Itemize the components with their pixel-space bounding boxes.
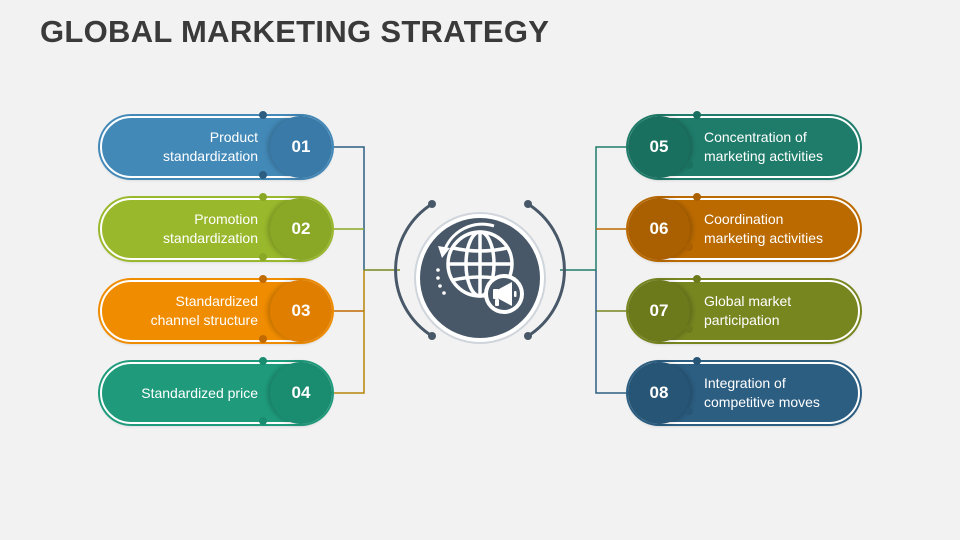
item-08-number: 08 [628,362,690,424]
item-06-dot [693,193,701,201]
arc-dot-br [524,332,532,340]
item-04-dot [259,357,267,365]
item-04-label: Standardized price [141,384,258,401]
connector-01 [334,146,365,270]
connector-05 [595,146,626,270]
item-01-number: 01 [270,116,332,178]
arc-dot-bl [428,332,436,340]
item-03-number: 03 [270,280,332,342]
arc-dot-tl [428,200,436,208]
globe-megaphone-icon [436,222,524,314]
item-01-dot-bottom [259,171,267,179]
item-07-dot-bottom [685,325,693,333]
item-04-dot-bottom [259,417,267,425]
center-arc-left [394,202,433,338]
item-02-dot [259,193,267,201]
item-01-dot [259,111,267,119]
item-02-number: 02 [270,198,332,260]
item-06-dot-bottom [685,243,693,251]
connector-04 [334,270,365,394]
arc-dot-tr [524,200,532,208]
page-title: GLOBAL MARKETING STRATEGY [40,14,550,49]
item-04: Standardized price 04 [100,362,332,424]
item-07-dot [693,275,701,283]
center-hub [398,196,562,360]
item-03-dot-bottom [259,335,267,343]
item-04-number: 04 [270,362,332,424]
item-08-dot [693,357,701,365]
item-05-dot-bottom [685,161,693,169]
item-05-number: 05 [628,116,690,178]
item-07-number: 07 [628,280,690,342]
item-05-dot [693,111,701,119]
center-arc-right [527,202,566,338]
connector-08 [595,270,626,394]
item-03-dot [259,275,267,283]
item-06-number: 06 [628,198,690,260]
item-02-dot-bottom [259,253,267,261]
item-08-dot-bottom [685,407,693,415]
